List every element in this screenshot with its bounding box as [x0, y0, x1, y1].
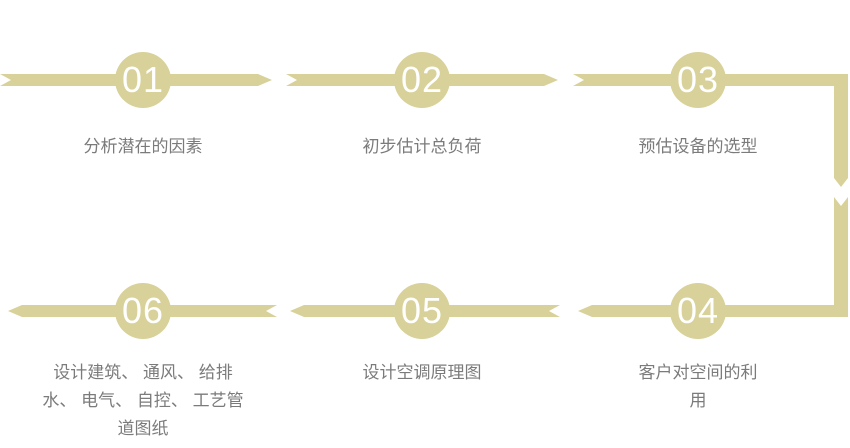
step-number-01: 01	[121, 59, 165, 100]
step-label-06: 设计建筑、 通风、 给排 水、 电气、 自控、 工艺管 道图纸	[42, 363, 244, 438]
step-label-03: 预估设备的选型	[638, 137, 758, 156]
step-number-06: 06	[121, 290, 165, 331]
step-number-05: 05	[400, 290, 444, 331]
arrow-down-segment-2	[834, 197, 848, 317]
step-label-05: 设计空调原理图	[362, 363, 482, 382]
step-circle-06: 06	[115, 283, 171, 339]
step-label-04: 客户对空间的利 用	[638, 363, 758, 410]
step-circle-01: 01	[115, 52, 171, 108]
step-circle-04: 04	[670, 283, 726, 339]
step-number-03: 03	[676, 59, 720, 100]
step-label-01: 分析潜在的因素	[83, 137, 203, 156]
step-circle-02: 02	[394, 52, 450, 108]
step-circle-03: 03	[670, 52, 726, 108]
step-number-04: 04	[676, 290, 720, 331]
step-circle-05: 05	[394, 283, 450, 339]
step-number-02: 02	[400, 59, 444, 100]
arrow-down-segment-1	[834, 74, 848, 187]
step-label-02: 初步估计总负荷	[362, 137, 482, 156]
